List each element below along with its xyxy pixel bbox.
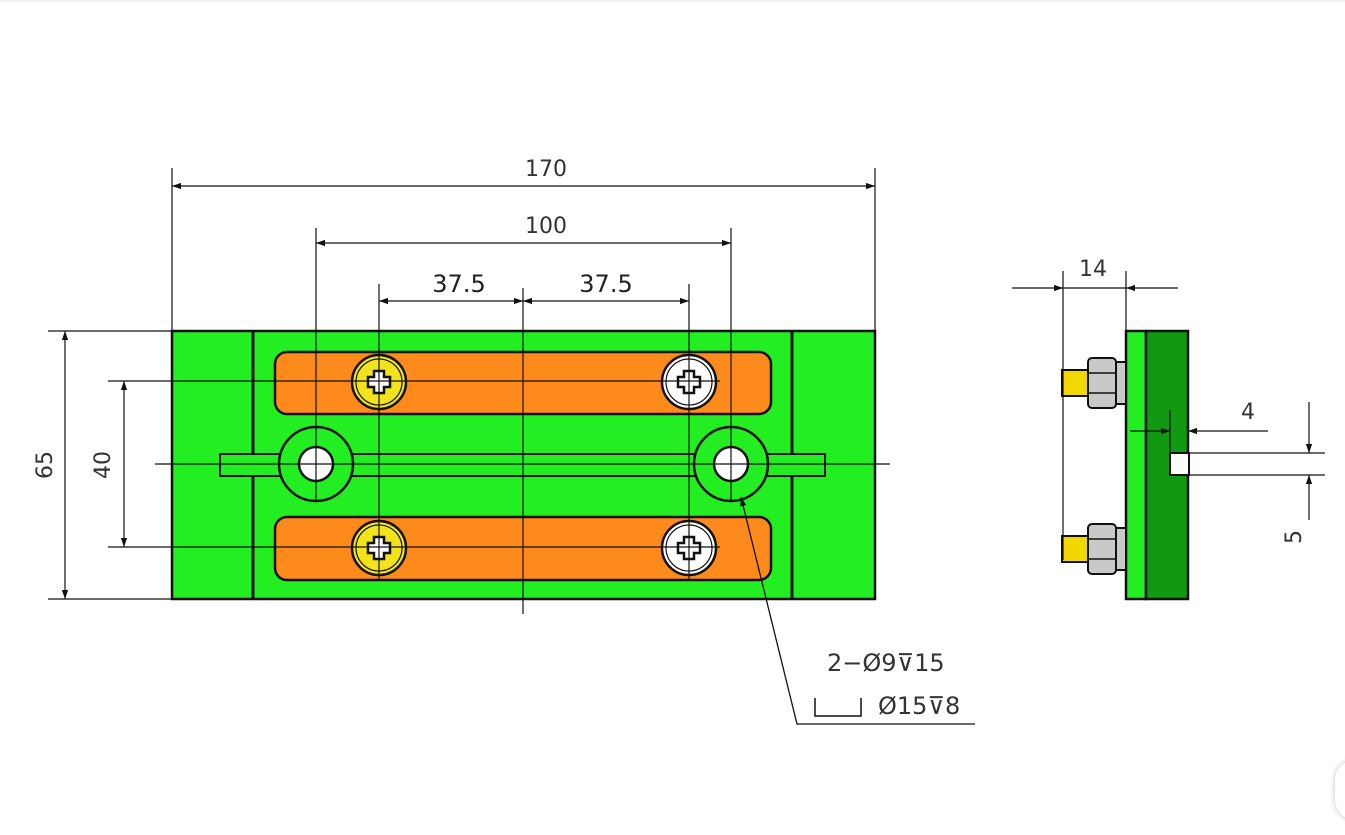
dim-screw-offset-right: 37.5 (579, 270, 632, 298)
front-view: 170 100 37.5 37.5 65 40 2−Ø9⊽15 Ø15⊽8 (33, 157, 975, 725)
dim-side-slot-depth: 4 (1241, 400, 1255, 425)
rod-left-stub (219, 453, 281, 477)
side-extension-lines (1062, 271, 1325, 560)
dimension-lines (61, 182, 875, 599)
side-slot (1169, 452, 1190, 476)
side-dimension-lines (1012, 284, 1313, 520)
side-view: 14 4 5 (1012, 257, 1325, 601)
rod-right-stub (765, 453, 826, 477)
dim-screw-spacing: 40 (91, 451, 116, 479)
dim-side-thickness: 14 (1079, 257, 1107, 282)
side-fastener-bottom (1061, 523, 1127, 575)
centerlines (48, 168, 890, 614)
hole-callout-line1: 2−Ø9⊽15 (827, 649, 945, 677)
top-border (0, 0, 1345, 2)
counterbore-icon (814, 698, 862, 717)
scroll-corner-handle[interactable] (1335, 760, 1345, 820)
dim-hole-spacing: 100 (525, 214, 567, 239)
hole-callout-line2: Ø15⊽8 (878, 692, 960, 720)
dim-screw-offset-left: 37.5 (432, 270, 485, 298)
dim-side-slot-width: 5 (1282, 530, 1307, 544)
side-plate-front (1124, 329, 1148, 601)
side-fastener-top (1061, 357, 1127, 409)
hole-callout-leader (740, 496, 975, 725)
dim-overall-width: 170 (525, 157, 567, 182)
dim-overall-height: 65 (33, 451, 58, 479)
